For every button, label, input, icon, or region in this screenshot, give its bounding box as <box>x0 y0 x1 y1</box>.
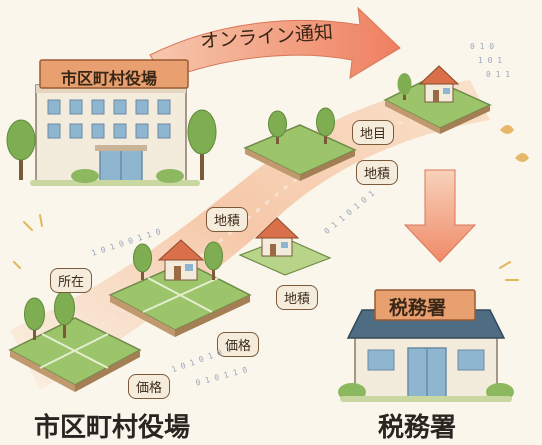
binary-stream: 0 1 1 <box>486 70 511 79</box>
land-plot-house-top <box>383 65 492 134</box>
tax-office-sign: 税務署 <box>389 297 447 319</box>
tree-icon <box>133 243 152 280</box>
land-plot-grid-left <box>108 239 252 337</box>
tree-icon <box>204 241 223 280</box>
data-tag-price: 価格 <box>128 374 171 399</box>
binary-stream: 1 0 1 <box>478 56 503 65</box>
leaf-icon <box>515 153 529 162</box>
data-tag-land-area: 地積 <box>206 207 249 232</box>
municipal-office-caption: 市区町村役場 <box>34 413 191 443</box>
tree-icon <box>316 107 335 144</box>
tax-office-building <box>338 289 514 402</box>
tree-icon <box>24 297 45 340</box>
data-tag-price: 価格 <box>217 332 260 357</box>
leaf-icon <box>500 125 514 134</box>
down-arrow-icon <box>403 169 477 263</box>
municipal-office-building <box>35 59 189 186</box>
municipal-office-sign: 市区町村役場 <box>61 69 158 88</box>
data-tag-location: 所在 <box>50 268 93 293</box>
tree-icon <box>6 119 36 180</box>
land-plot-house-center <box>238 217 332 276</box>
data-tag-land-category: 地目 <box>352 120 395 145</box>
online-notification-arrow <box>149 6 401 81</box>
data-tag-land-area: 地積 <box>356 160 399 185</box>
land-plot-grid-bottom <box>8 290 142 392</box>
land-plot-trees <box>243 107 357 181</box>
tree-icon <box>268 110 287 144</box>
binary-stream: 0 1 0 <box>470 42 495 51</box>
tax-office-caption: 税務署 <box>378 413 457 443</box>
sparkle-icon <box>13 214 519 281</box>
tree-icon <box>397 73 412 100</box>
data-tag-land-area: 地積 <box>276 285 319 310</box>
tree-icon <box>187 109 217 180</box>
